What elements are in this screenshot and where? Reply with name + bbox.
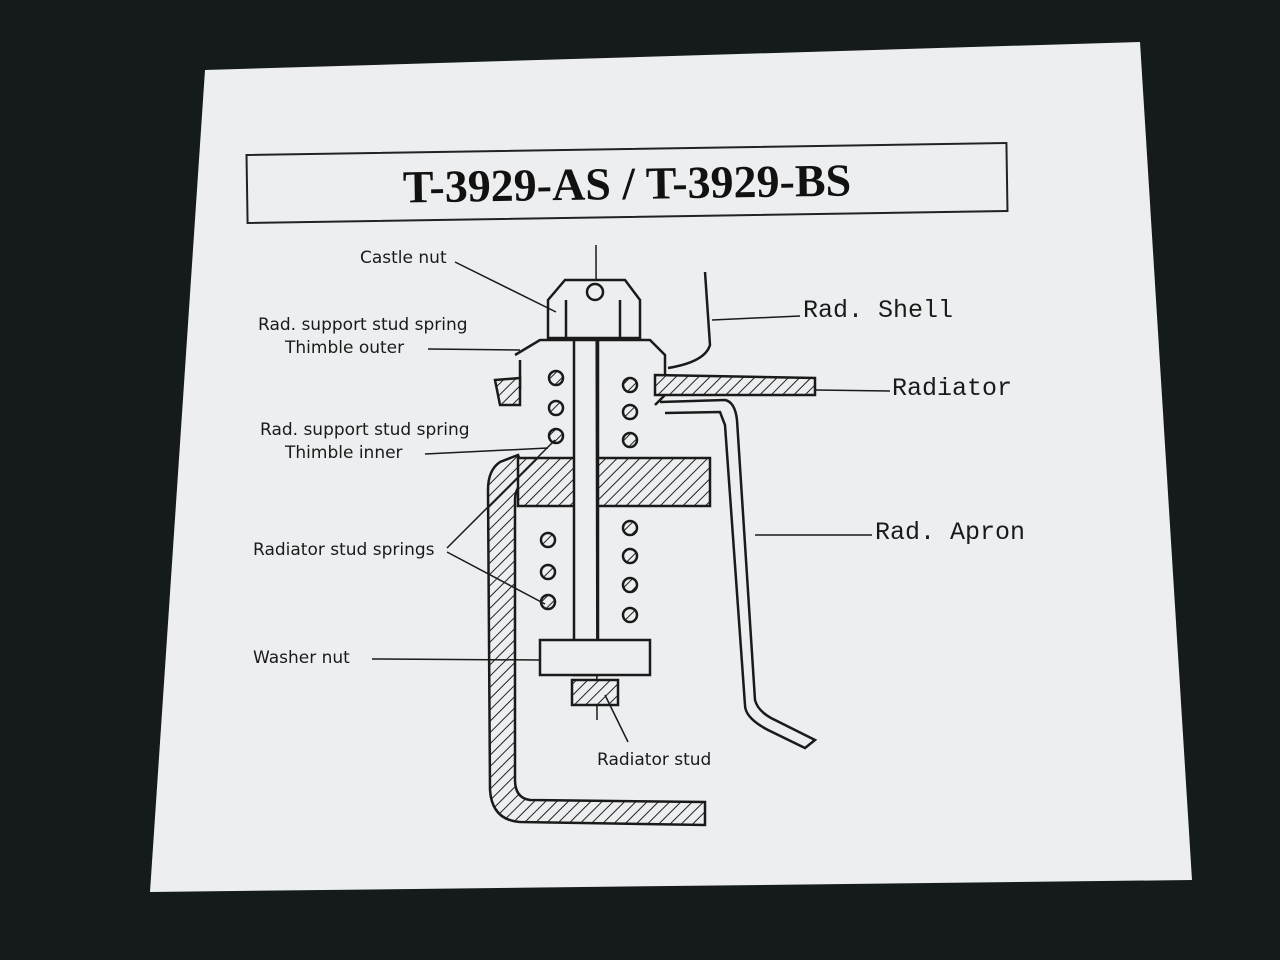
title-box: T-3929-AS / T-3929-BS <box>245 142 1009 224</box>
label-thimble-inner-line2: Thimble inner <box>285 443 403 463</box>
mount-assembly <box>486 244 818 827</box>
leader-lines <box>371 261 891 743</box>
label-thimble-outer-line1: Rad. support stud spring <box>258 315 468 335</box>
diagram-title: T-3929-AS / T-3929-BS <box>402 153 852 213</box>
label-washer-nut: Washer nut <box>253 648 350 668</box>
label-thimble-outer-line2: Thimble outer <box>285 338 405 358</box>
label-rad-shell: Rad. Shell <box>803 296 954 325</box>
label-rad-apron: Rad. Apron <box>875 518 1026 547</box>
label-radiator: Radiator <box>892 374 1013 403</box>
label-radiator-stud: Radiator stud <box>597 750 712 770</box>
label-stud-springs: Radiator stud springs <box>253 540 435 560</box>
label-castle-nut: Castle nut <box>360 248 447 268</box>
label-thimble-inner-line1: Rad. support stud spring <box>260 420 470 440</box>
